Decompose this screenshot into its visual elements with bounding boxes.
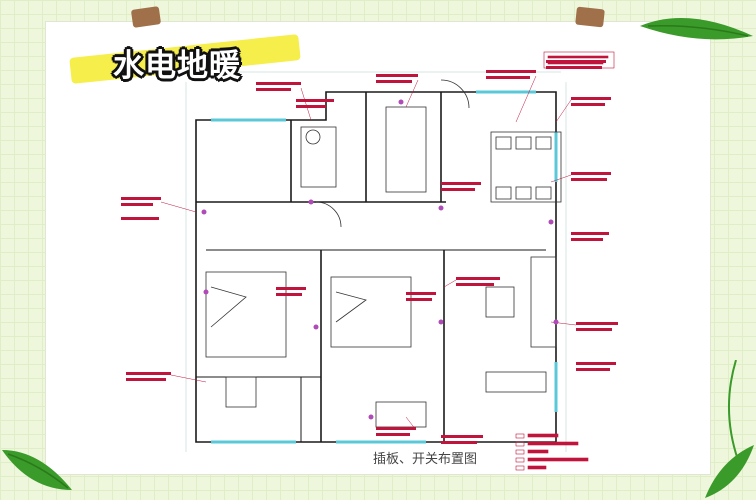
leaf-top-right-icon xyxy=(640,18,753,40)
plan-walls xyxy=(195,91,557,443)
leaf-bottom-left-icon xyxy=(2,450,72,490)
plan-notice xyxy=(543,51,615,69)
plan-sockets xyxy=(201,99,559,420)
leaf-bottom-right-icon xyxy=(705,445,754,498)
floor-plan-drawing xyxy=(121,51,618,471)
page-title: 水电地暖 xyxy=(113,48,241,84)
clip-right-icon xyxy=(575,6,605,28)
vine-right-icon xyxy=(727,360,739,460)
plan-guides xyxy=(185,71,567,452)
plan-furniture xyxy=(205,79,562,428)
clip-left-icon xyxy=(131,6,161,28)
plan-windows xyxy=(211,90,558,444)
plan-leaders xyxy=(160,75,577,431)
plan-legend xyxy=(515,433,589,471)
drawing-caption: 插板、开关布置图 xyxy=(373,452,478,467)
plan-annotations xyxy=(121,60,618,444)
